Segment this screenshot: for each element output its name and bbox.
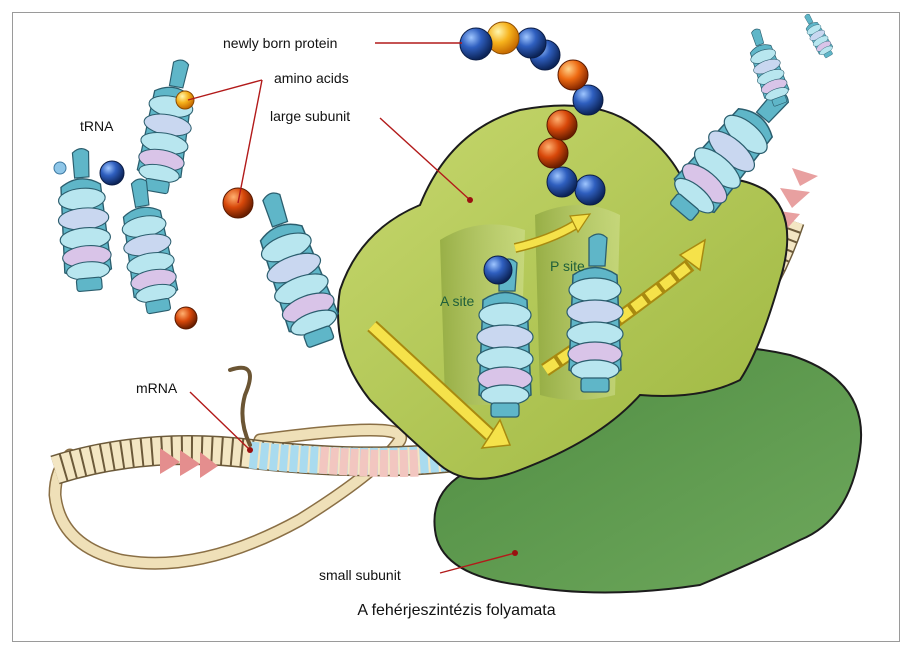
label-mrna: mRNA [136, 380, 177, 396]
label-p-site: P site [550, 258, 585, 274]
label-small-subunit: small subunit [319, 567, 401, 583]
label-trna: tRNA [80, 118, 113, 134]
label-amino-acids: amino acids [274, 70, 349, 86]
amino-acid-a-site [484, 256, 512, 284]
amino-acid-free-1 [176, 91, 194, 109]
trna-released-far [798, 11, 836, 60]
trna-incoming [241, 185, 348, 353]
amino-acid-free-3 [175, 307, 197, 329]
amino-acid-free-4 [54, 162, 66, 174]
trna-free-3 [112, 176, 182, 317]
label-a-site: A site [440, 293, 474, 309]
amino-acid-free-2 [100, 161, 124, 185]
label-large-subunit: large subunit [270, 108, 350, 124]
label-newly-born-protein: newly born protein [223, 35, 337, 51]
trna-free-1 [132, 56, 202, 197]
figure-caption: A fehérjeszintézis folyamata [0, 602, 913, 620]
